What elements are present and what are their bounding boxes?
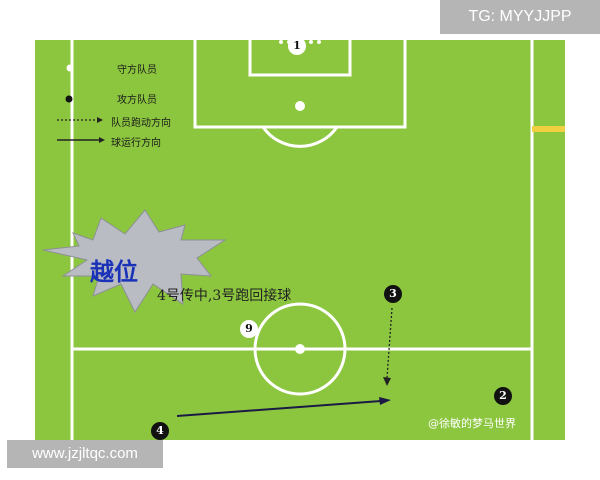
legend-defender-label: 守方队员 (117, 65, 157, 76)
legend-white-dot-icon (66, 64, 74, 72)
ball-path (176, 400, 382, 417)
defender-1: 1 (288, 37, 306, 55)
goal-box (248, 40, 352, 77)
attacker-3: 3 (384, 285, 402, 303)
football-pitch: 守方队员 攻方队员 队员跑动方向 球运行方向 1 9 3 2 4 (35, 37, 565, 440)
watermark-bottom-left: www.jzjltqc.com (7, 440, 163, 468)
defender-9: 9 (240, 320, 258, 338)
legend-attacker-label: 攻方队员 (117, 95, 157, 106)
pitch-markings (42, 40, 565, 440)
offside-burst-shape (42, 209, 227, 314)
watermark-top-right: TG: MYYJJPP (440, 0, 600, 34)
legend-black-dot-icon (65, 95, 73, 103)
legend-run-label: 队员跑动方向 (111, 118, 171, 129)
player-3-run-path (386, 307, 393, 379)
author-credit: @徐敏的梦马世界 (428, 417, 516, 430)
center-circle (253, 302, 347, 396)
penalty-arc (261, 126, 339, 148)
penalty-box (193, 40, 407, 129)
edge-marker (532, 126, 565, 132)
attacker-2: 2 (494, 387, 512, 405)
play-description: 4号传中,3号跑回接球 (157, 288, 292, 304)
legend-ball-label: 球运行方向 (111, 138, 161, 149)
offside-label: 越位 (90, 258, 138, 286)
attacker-4: 4 (151, 422, 169, 440)
player-3-run-arrowhead (383, 377, 391, 386)
center-spot (295, 344, 305, 354)
penalty-spot (295, 101, 305, 111)
ball-path-arrowhead (379, 397, 391, 405)
